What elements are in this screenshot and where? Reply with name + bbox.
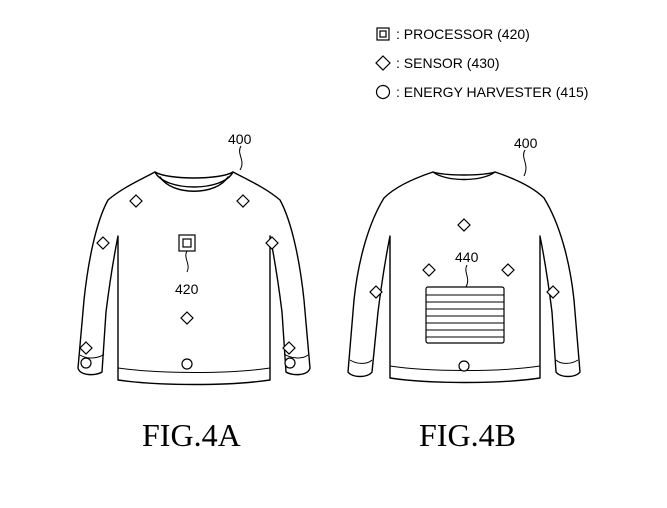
- sensor-icon: [265, 236, 279, 250]
- energy-harvester-icon: [80, 357, 92, 369]
- shirt-back-cuff-left: [349, 359, 373, 364]
- legend-processor: : PROCESSOR (420): [376, 26, 530, 42]
- legend-harvester-label: : ENERGY HARVESTER (415): [396, 84, 588, 100]
- sensor-icon: [457, 218, 471, 232]
- legend-harvester: : ENERGY HARVESTER (415): [375, 84, 588, 100]
- garment-ref-leader-b: [523, 149, 527, 177]
- shirt-front-collar-inner: [154, 171, 234, 188]
- processor-ref-leader: [185, 250, 189, 273]
- harvester-legend-icon: [375, 84, 391, 100]
- sensor-icon: [180, 311, 194, 325]
- sensor-icon: [129, 194, 143, 208]
- garment-ref-label-a: 400: [228, 131, 252, 147]
- shirt-front-outline: [77, 171, 311, 386]
- shirt-front-cuff-left: [79, 353, 105, 359]
- shirt-back: 440 400: [347, 135, 581, 384]
- shirt-front-hem: [117, 367, 271, 373]
- shirt-back-outline: [347, 171, 581, 384]
- legend-sensor-label: : SENSOR (430): [396, 55, 499, 71]
- panel-ref-label: 440: [455, 249, 479, 265]
- figure-caption-a: FIG.4A: [142, 417, 241, 453]
- processor-icon-inner: [182, 238, 192, 248]
- harvesting-panel-frame: [425, 286, 505, 344]
- panel-ref-leader: [465, 264, 469, 288]
- harvesting-panel: [425, 286, 505, 344]
- shirt-back-cuff-right: [555, 359, 579, 364]
- legend: : PROCESSOR (420) : SENSOR (430) : ENERG…: [375, 26, 588, 100]
- sensor-icon: [282, 341, 296, 355]
- sensor-icon: [236, 194, 250, 208]
- sensor-icon: [546, 285, 560, 299]
- garment-ref-label-b: 400: [514, 135, 538, 151]
- sensor-icon: [422, 263, 436, 277]
- processor-ref-label: 420: [175, 281, 199, 297]
- sensor-icon: [501, 263, 515, 277]
- figure-caption-b: FIG.4B: [419, 417, 516, 453]
- energy-harvester-icon: [458, 360, 470, 372]
- sensor-icon: [79, 341, 93, 355]
- sensor-icon: [369, 285, 383, 299]
- legend-processor-label: : PROCESSOR (420): [396, 26, 530, 42]
- shirt-front-cuff-right: [283, 353, 309, 359]
- legend-sensor: : SENSOR (430): [375, 55, 499, 71]
- shirt-front: 420 400: [77, 131, 311, 386]
- energy-harvester-icon: [181, 358, 193, 370]
- sensor-icon: [96, 236, 110, 250]
- sensor-legend-icon: [375, 55, 391, 71]
- processor-legend-icon-inner: [379, 30, 387, 38]
- shirt-back-collar: [432, 171, 496, 181]
- garment-ref-leader-a: [239, 145, 243, 171]
- energy-harvester-icon: [284, 357, 296, 369]
- shirt-front-collar: [159, 176, 229, 192]
